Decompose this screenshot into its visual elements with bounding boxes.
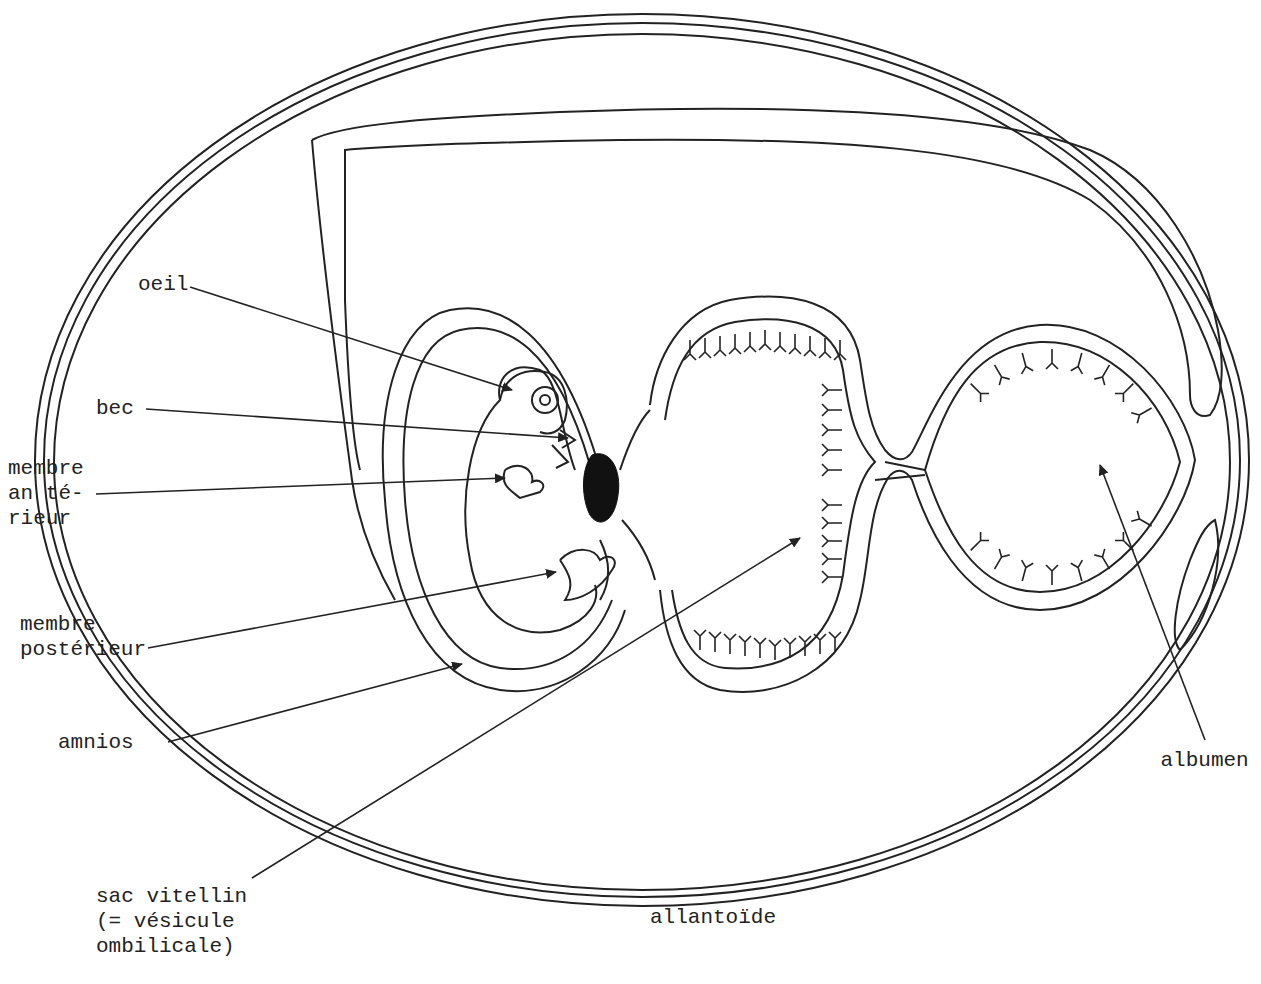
chorion-fold [1175,520,1218,650]
allantois-neck [875,475,925,480]
embryo-body [465,367,596,632]
villus [822,424,842,436]
eye [532,387,558,413]
amnion-inner [403,328,612,669]
villus [1115,384,1133,402]
villus [1115,532,1133,550]
fore-limb [504,466,544,498]
umbilical-mass [584,454,619,522]
label: albumen [1161,748,1256,773]
allantois-outer [650,297,1195,692]
allantois-inner [665,319,875,668]
villus [769,640,781,660]
embryo-head [500,371,567,434]
leader-line [252,538,800,878]
amnion-outer [383,308,625,691]
villus [784,638,796,658]
villus [822,384,842,396]
villus [822,553,842,565]
tail [600,540,608,600]
villus [822,535,842,547]
leader-line [148,572,556,648]
shell-membrane [54,34,1230,890]
label: amnios [58,730,159,755]
villus [822,517,842,529]
villus [829,632,841,652]
villus [822,571,842,583]
leader-line [146,409,568,438]
villus [971,532,989,550]
villus [1022,560,1034,581]
allantois-neck [885,462,925,470]
villus [694,630,706,650]
villus [822,404,842,416]
shell-outline [35,14,1249,906]
villus [971,384,989,402]
chorion-line [312,140,395,600]
beak [552,430,575,468]
leader-line [168,664,462,742]
label: bec [96,396,172,421]
villus [1131,511,1151,526]
villus [1071,560,1083,581]
villus [822,464,842,476]
villus [1022,353,1034,374]
villus [1046,349,1058,369]
villus [709,632,721,652]
villus [995,549,1010,569]
villus [1131,408,1151,423]
villus [699,338,711,358]
chorion-line [312,109,1222,470]
label: sac vitellin (= vésicule ombilicale) [96,884,254,960]
villus [744,332,756,352]
villus [1071,353,1083,374]
villus [729,334,741,354]
villus [714,336,726,356]
villus [754,638,766,658]
leader-line [190,287,512,390]
label: membre an té- rieur [8,456,90,532]
villus [822,444,842,456]
villus [724,634,736,654]
villus [814,634,826,654]
villus [1094,365,1109,385]
leader-line [1100,465,1205,740]
allantois-lobe [925,342,1180,592]
shell-membrane [44,23,1240,897]
villus [759,330,771,350]
villus [789,334,801,354]
villus [684,340,696,360]
villus [1046,565,1058,585]
label: allantoïde [650,905,801,930]
villus [822,499,842,511]
villus [834,340,846,360]
villus [799,636,811,656]
eye-pupil [540,395,550,405]
villus [1094,549,1109,569]
label: oeil [138,272,214,297]
villus [804,336,816,356]
leader-line [96,478,505,494]
villus [774,332,786,352]
umbilical-stalk [620,410,655,580]
villus [819,338,831,358]
villus [739,636,751,656]
label: membre postérieur [20,612,152,662]
villus [995,365,1010,385]
